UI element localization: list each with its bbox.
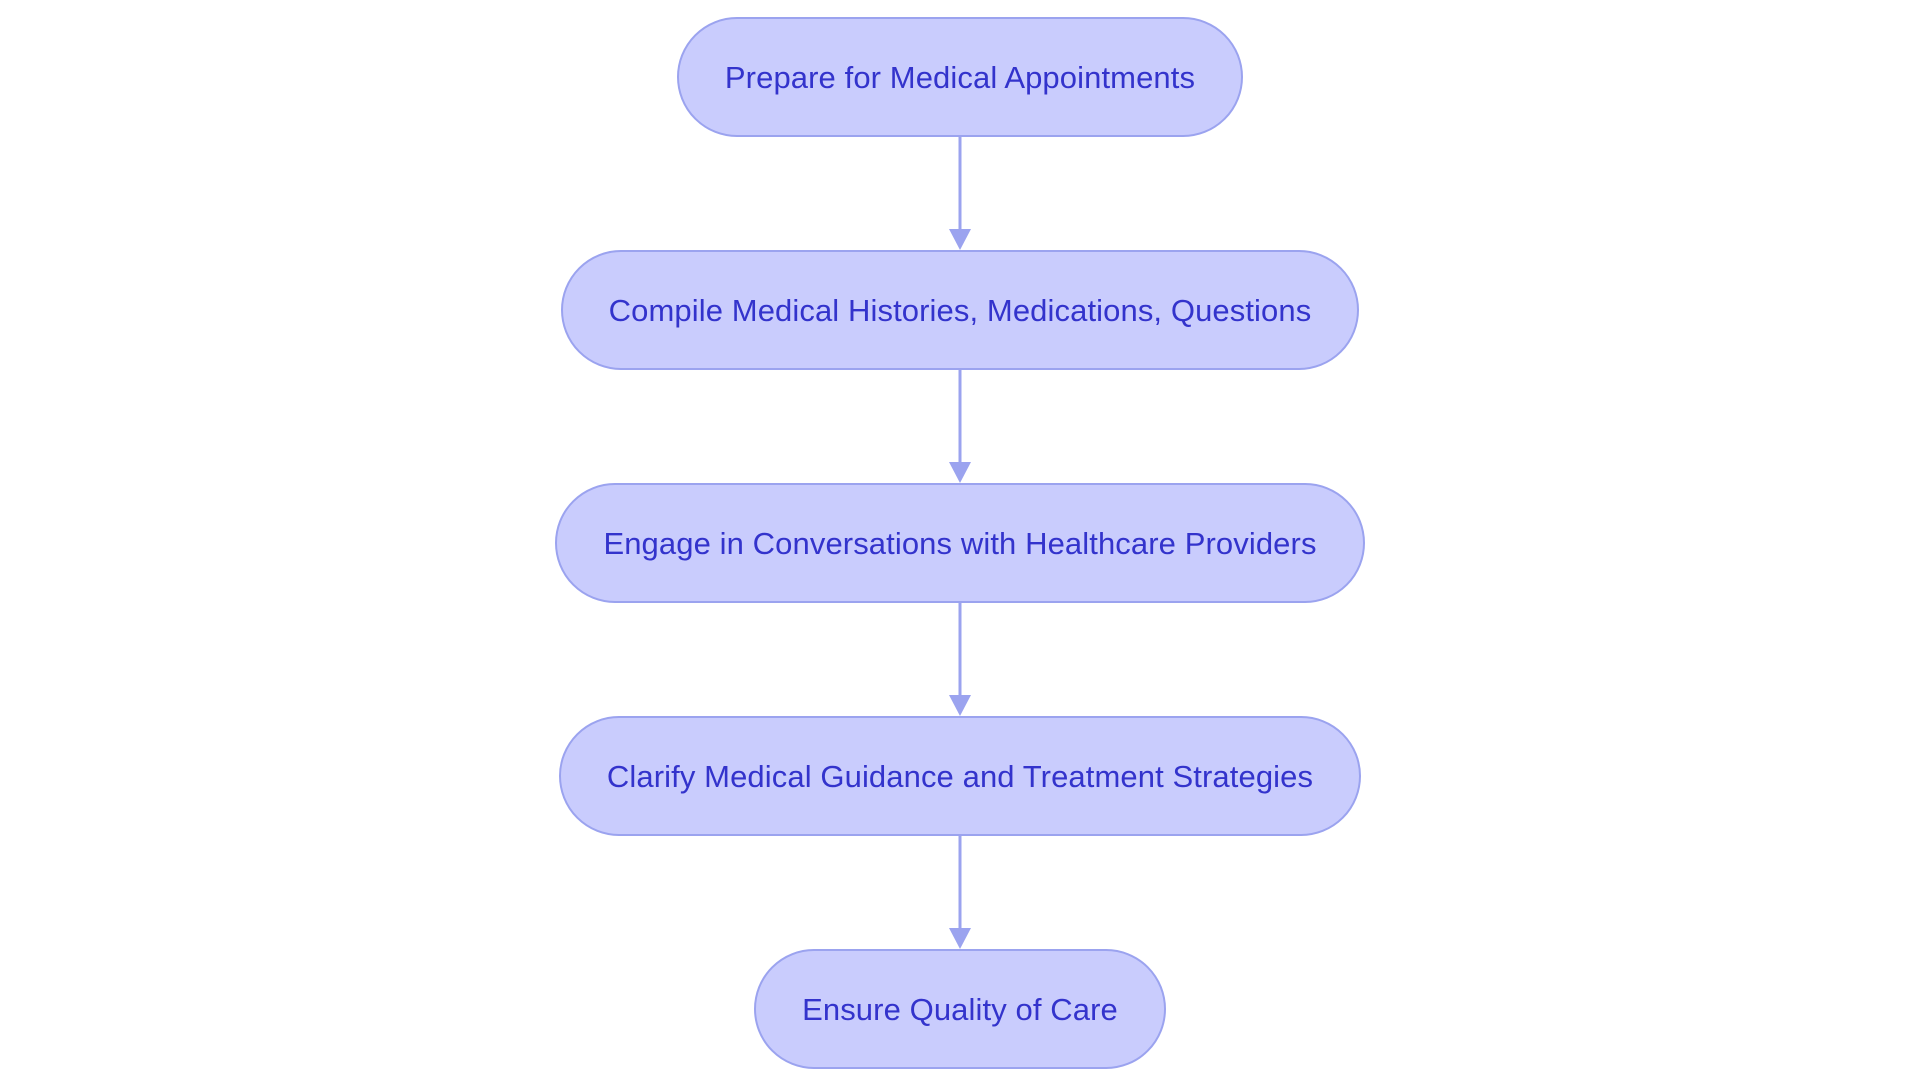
connector-line: [958, 603, 962, 697]
flowchart-connector-1: [940, 137, 980, 250]
flowchart-connector-2: [940, 370, 980, 483]
flowchart-node-2[interactable]: Compile Medical Histories, Medications, …: [560, 250, 1360, 370]
flowchart-node-1[interactable]: Prepare for Medical Appointments: [676, 17, 1244, 137]
down-arrow-icon: [949, 229, 971, 250]
down-arrow-icon: [949, 695, 971, 716]
down-arrow-icon: [949, 462, 971, 483]
flowchart-connector-3: [940, 603, 980, 716]
flowchart-node-4[interactable]: Clarify Medical Guidance and Treatment S…: [558, 716, 1362, 836]
flowchart-node-5[interactable]: Ensure Quality of Care: [754, 949, 1166, 1069]
flowchart-node-4-label: Clarify Medical Guidance and Treatment S…: [606, 758, 1314, 794]
flowchart-node-2-label: Compile Medical Histories, Medications, …: [608, 292, 1312, 328]
connector-line: [958, 137, 962, 231]
flowchart-node-1-label: Prepare for Medical Appointments: [724, 59, 1196, 95]
flowchart-node-5-label: Ensure Quality of Care: [802, 991, 1118, 1027]
flowchart-node-3-label: Engage in Conversations with Healthcare …: [603, 525, 1317, 561]
connector-line: [958, 836, 962, 930]
connector-line: [958, 370, 962, 464]
flowchart-connector-4: [940, 836, 980, 949]
down-arrow-icon: [949, 928, 971, 949]
flowchart-node-3[interactable]: Engage in Conversations with Healthcare …: [555, 483, 1365, 603]
